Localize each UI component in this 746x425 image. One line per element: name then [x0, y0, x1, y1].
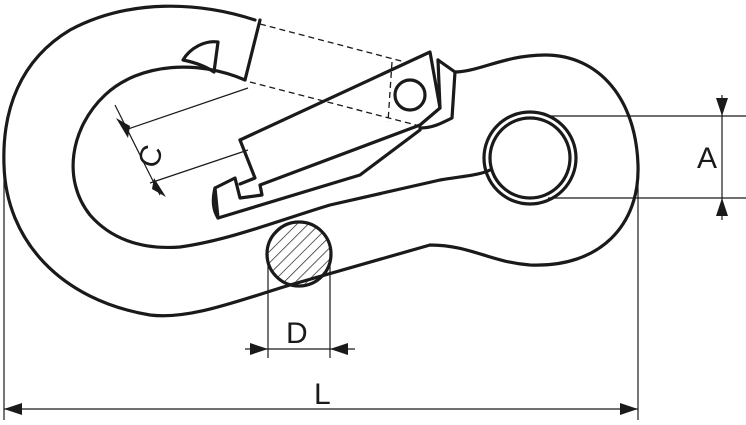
dim-l: L — [3, 170, 639, 420]
dim-d: D — [245, 254, 355, 358]
gate-pivot-hole — [393, 78, 427, 112]
dim-l-label: L — [314, 378, 331, 411]
hinge-plate-edge — [436, 58, 442, 110]
gate-projection-end — [387, 61, 393, 123]
dim-a: A — [548, 95, 746, 220]
gate-projection-top — [259, 23, 406, 63]
eye-inner — [488, 116, 572, 200]
gate-latch — [213, 50, 442, 220]
gate-lower-edge — [211, 186, 220, 220]
hook-outer-outline — [2, 4, 640, 318]
hook-inner-outline — [71, 65, 492, 250]
nose-notch — [181, 40, 220, 74]
hook-nose — [243, 18, 262, 82]
gate-step — [238, 138, 257, 186]
wire-section — [265, 220, 333, 288]
dim-a-label: A — [697, 142, 717, 175]
hinge-plate — [418, 70, 457, 130]
gate-projection-bottom — [249, 81, 421, 127]
dim-d-label: D — [286, 317, 308, 350]
eye-outer — [482, 110, 578, 206]
dim-c-label: C — [132, 141, 170, 172]
